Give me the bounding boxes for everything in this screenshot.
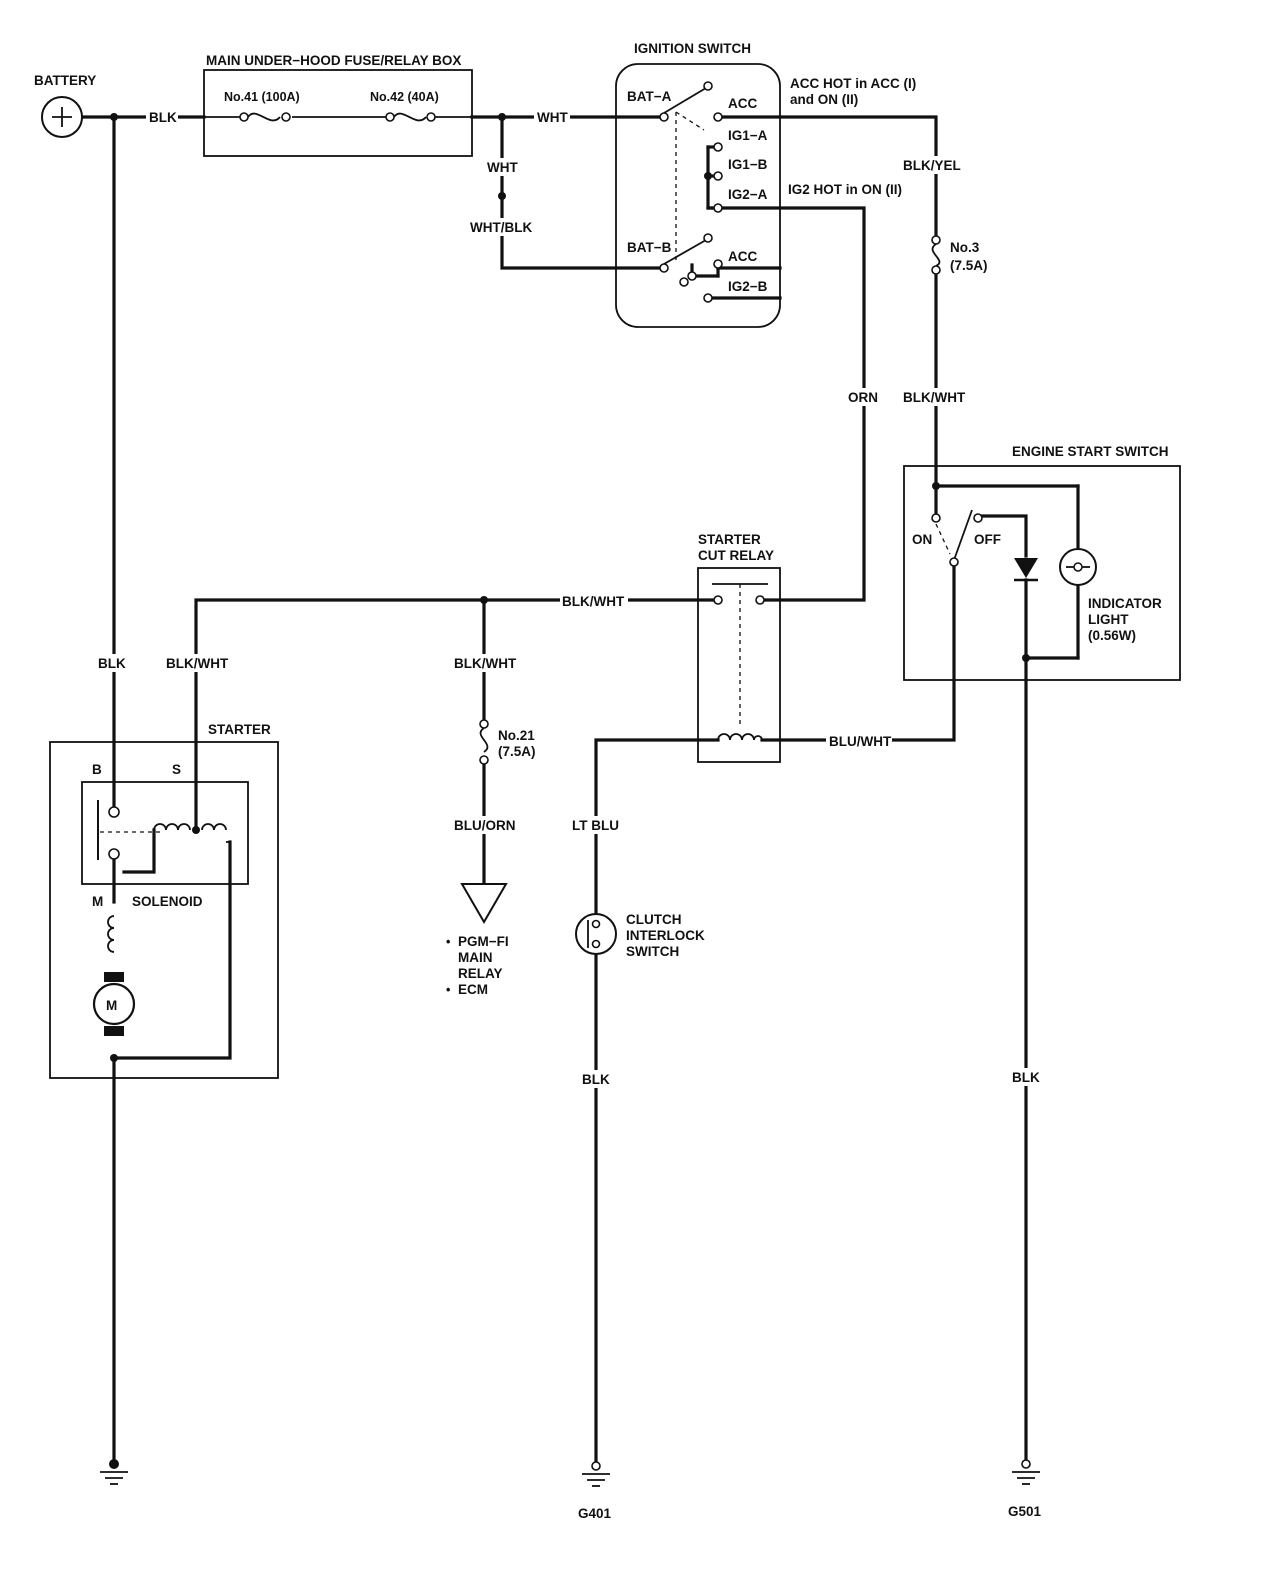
fuse-3-name: No.3 [950,240,980,255]
engine-start-switch-title: ENGINE START SWITCH [1012,444,1169,459]
fuse-21-name: No.21 [498,728,535,743]
ignition-switch: IGNITION SWITCH BAT−A ACC IG1−A IG1−B IG… [615,41,781,328]
indicator-light-icon [1059,548,1097,586]
wire-label-wht-top: WHT [537,110,568,125]
starter-cut-relay: STARTER CUT RELAY [697,532,781,763]
terminal-ig1-a: IG1−A [728,128,768,143]
ig2-hot-note: IG2 HOT in ON (II) [788,182,902,197]
starter-title: STARTER [208,722,271,737]
terminal-bat-b: BAT−B [627,240,672,255]
fuse-42-icon [385,112,436,122]
clutch-label-line1: CLUTCH [626,912,682,927]
wire-label-blk-wht-right: BLK/WHT [903,390,966,405]
terminal-bat-a: BAT−A [627,89,672,104]
solenoid-label: SOLENOID [132,894,203,909]
wire-label-blk-g401: BLK [582,1072,610,1087]
wire-label-blk-wht-mid: BLK/WHT [562,594,625,609]
battery-label: BATTERY [34,73,96,88]
relay-title-line2: CUT RELAY [698,548,774,563]
relay-title-line1: STARTER [698,532,761,547]
wire-label-lt-blu: LT BLU [572,818,619,833]
fuse-21-rating: (7.5A) [498,744,536,759]
starter-terminal-m: M [92,894,103,909]
ignition-switch-title: IGNITION SWITCH [634,41,751,56]
wire-label-blk-battery: BLK [149,110,177,125]
clutch-label-line2: INTERLOCK [626,928,705,943]
starter-terminal-s: S [172,762,181,777]
motor-label: M [106,998,117,1013]
fuse-21-icon [479,719,489,765]
ground-g501-icon [1012,1459,1040,1485]
ecm-label: ECM [458,982,488,997]
clutch-label-line3: SWITCH [626,944,679,959]
main-fuse-relay-box: MAIN UNDER−HOOD FUSE/RELAY BOX No.41 (10… [203,53,473,157]
fuse-box-title: MAIN UNDER−HOOD FUSE/RELAY BOX [206,53,461,68]
wire-label-blk-g501: BLK [1012,1070,1040,1085]
pgm-fi-line3: RELAY [458,966,503,981]
terminal-acc-b: ACC [728,249,757,264]
wire-label-blk-yel: BLK/YEL [903,158,961,173]
ground-starter-icon [100,1459,128,1485]
fuse-3-icon [931,235,941,275]
ground-g501-label: G501 [1008,1504,1042,1519]
terminal-ig2-b: IG2−B [728,279,768,294]
terminal-ig2-a: IG2−A [728,187,768,202]
fuse-41-label: No.41 (100A) [224,90,300,104]
wire-label-orn: ORN [848,390,878,405]
wire-label-blu-wht: BLU/WHT [829,734,892,749]
wires [82,115,1080,1466]
wire-label-wht-blk: WHT/BLK [470,220,532,235]
fuse-3-rating: (7.5A) [950,258,988,273]
clutch-interlock-switch: CLUTCH INTERLOCK SWITCH [575,912,705,959]
wire-label-blu-orn: BLU/ORN [454,818,516,833]
indicator-label-line3: (0.56W) [1088,628,1136,643]
starter: STARTER B S M SOLENOID M [49,722,279,1079]
bullet-icon: • [446,935,450,949]
wire-label-blk-starter: BLK [98,656,126,671]
ground-g401-label: G401 [578,1506,612,1521]
bullet-icon: • [446,983,450,997]
engine-start-switch: ENGINE START SWITCH ON OFF INDICATOR LIG… [903,444,1181,681]
acc-hot-note-line1: ACC HOT in ACC (I) [790,76,916,91]
switch-off-label: OFF [974,532,1001,547]
diode-icon [1014,558,1038,582]
wire-label-wht-vertical: WHT [487,160,518,175]
motor-icon: M [92,972,136,1036]
pgm-fi-line2: MAIN [458,950,493,965]
wire-label-blk-wht-starter: BLK/WHT [166,656,229,671]
fuse-42-label: No.42 (40A) [370,90,439,104]
wire-label-blk-wht-pgm: BLK/WHT [454,656,517,671]
terminal-ig1-b: IG1−B [728,157,768,172]
terminal-acc-a: ACC [728,96,757,111]
starter-terminal-b: B [92,762,102,777]
fuse-41-icon [239,112,291,122]
pgm-fi-line1: PGM−FI [458,934,509,949]
acc-hot-note-line2: and ON (II) [790,92,858,107]
ground-g401-icon [582,1461,610,1487]
indicator-label-line2: LIGHT [1088,612,1129,627]
switch-on-label: ON [912,532,932,547]
pgm-fi-connector-icon [460,883,508,924]
battery: BATTERY [34,73,96,138]
indicator-label-line1: INDICATOR [1088,596,1162,611]
